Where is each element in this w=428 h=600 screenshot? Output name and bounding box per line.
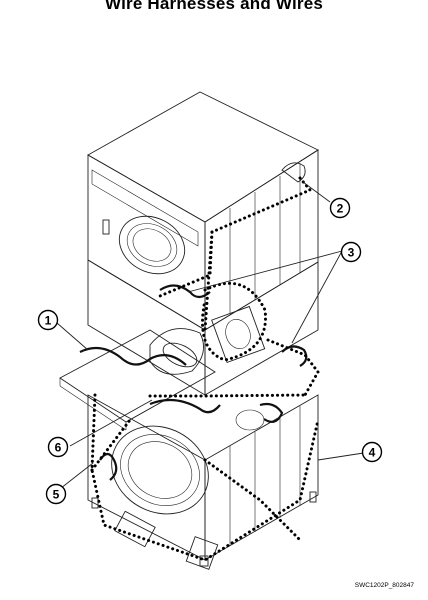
washer-unit <box>87 394 319 570</box>
callout-2: 2 <box>329 197 351 219</box>
svg-text:1: 1 <box>45 314 52 328</box>
callout-6: 6 <box>47 436 69 458</box>
svg-text:5: 5 <box>53 488 60 502</box>
callout-5: 5 <box>45 483 67 505</box>
dryer-unit <box>87 91 319 331</box>
svg-text:6: 6 <box>55 441 62 455</box>
middle-section <box>59 259 319 431</box>
leader-lines <box>55 181 371 493</box>
part-number: SWC1202P_802847 <box>354 582 414 589</box>
svg-text:2: 2 <box>337 202 344 216</box>
svg-text:4: 4 <box>369 446 376 460</box>
svg-text:3: 3 <box>348 246 355 260</box>
callout-4: 4 <box>361 441 383 463</box>
harness-route-dotted <box>90 176 320 562</box>
callout-3: 3 <box>340 241 362 263</box>
diagram-title: Wire Harnesses and Wires <box>104 0 324 13</box>
callout-1: 1 <box>37 309 59 331</box>
